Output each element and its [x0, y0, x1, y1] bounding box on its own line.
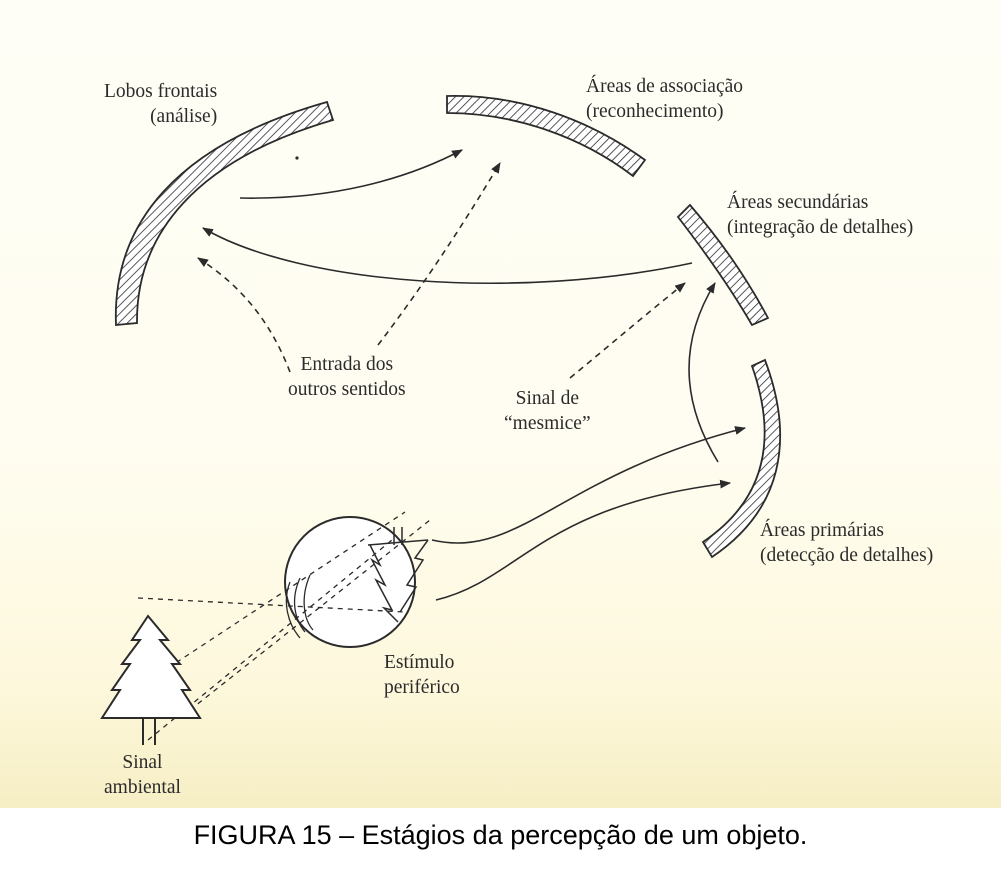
label-primary-areas-line1: Áreas primárias	[760, 520, 884, 541]
arrow-eye-to-primary-upper	[431, 426, 747, 544]
figure-caption: FIGURA 15 – Estágios da percepção de um …	[193, 820, 808, 850]
perception-diagram	[100, 95, 781, 745]
label-ambient-line2: ambiental	[104, 777, 181, 798]
label-other-senses-line2: outros sentidos	[288, 379, 406, 400]
label-frontal-lobes: Lobos frontais (análise)	[104, 79, 217, 129]
label-primary-areas-line2: (detecção de detalhes)	[760, 545, 934, 566]
dashed-arrow-sameness-to-secondary	[569, 282, 686, 379]
label-association-areas-line1: Áreas de associação	[586, 76, 743, 97]
label-sameness-line1: Sinal de	[515, 388, 579, 409]
scan-speck	[295, 156, 299, 160]
label-other-senses-input: Entrada dos outros sentidos	[288, 352, 406, 402]
label-secondary-areas: Áreas secundárias (integração de detalhe…	[727, 190, 913, 240]
eye-icon	[284, 516, 429, 648]
label-ambient-signal: Sinal ambiental	[104, 750, 181, 800]
label-secondary-areas-line1: Áreas secundárias	[727, 192, 869, 213]
dashed-arrow-other-senses-to-frontal	[197, 257, 291, 373]
label-ambient-line1: Sinal	[122, 752, 163, 773]
tree-icon	[100, 614, 202, 745]
arrow-secondary-to-frontal	[202, 227, 693, 284]
label-peripheral-stimulus: Estímulo periférico	[384, 650, 460, 700]
arrow-frontal-to-association	[239, 149, 463, 199]
dashed-arrow-other-senses-to-association	[377, 162, 501, 346]
association-area-band	[446, 95, 647, 178]
label-association-areas: Áreas de associação (reconhecimento)	[586, 74, 743, 124]
label-association-areas-line2: (reconhecimento)	[586, 101, 724, 122]
label-secondary-areas-line2: (integração de detalhes)	[727, 217, 914, 238]
label-other-senses-line1: Entrada dos	[300, 354, 394, 375]
label-sameness-line2: “mesmice”	[504, 413, 591, 434]
label-primary-areas: Áreas primárias (detecção de detalhes)	[760, 518, 933, 568]
label-sameness-signal: Sinal de “mesmice”	[504, 386, 591, 436]
label-peripheral-line2: periférico	[384, 677, 460, 698]
arrow-primary-to-secondary	[688, 282, 719, 463]
frontal-lobe-band	[115, 100, 335, 326]
arrow-eye-to-primary-lower	[435, 479, 732, 601]
label-peripheral-line1: Estímulo	[384, 652, 455, 673]
label-frontal-lobes-line2: (análise)	[150, 106, 218, 127]
primary-area-band	[701, 358, 781, 559]
secondary-area-band	[676, 203, 770, 327]
label-frontal-lobes-line1: Lobos frontais	[104, 81, 218, 102]
